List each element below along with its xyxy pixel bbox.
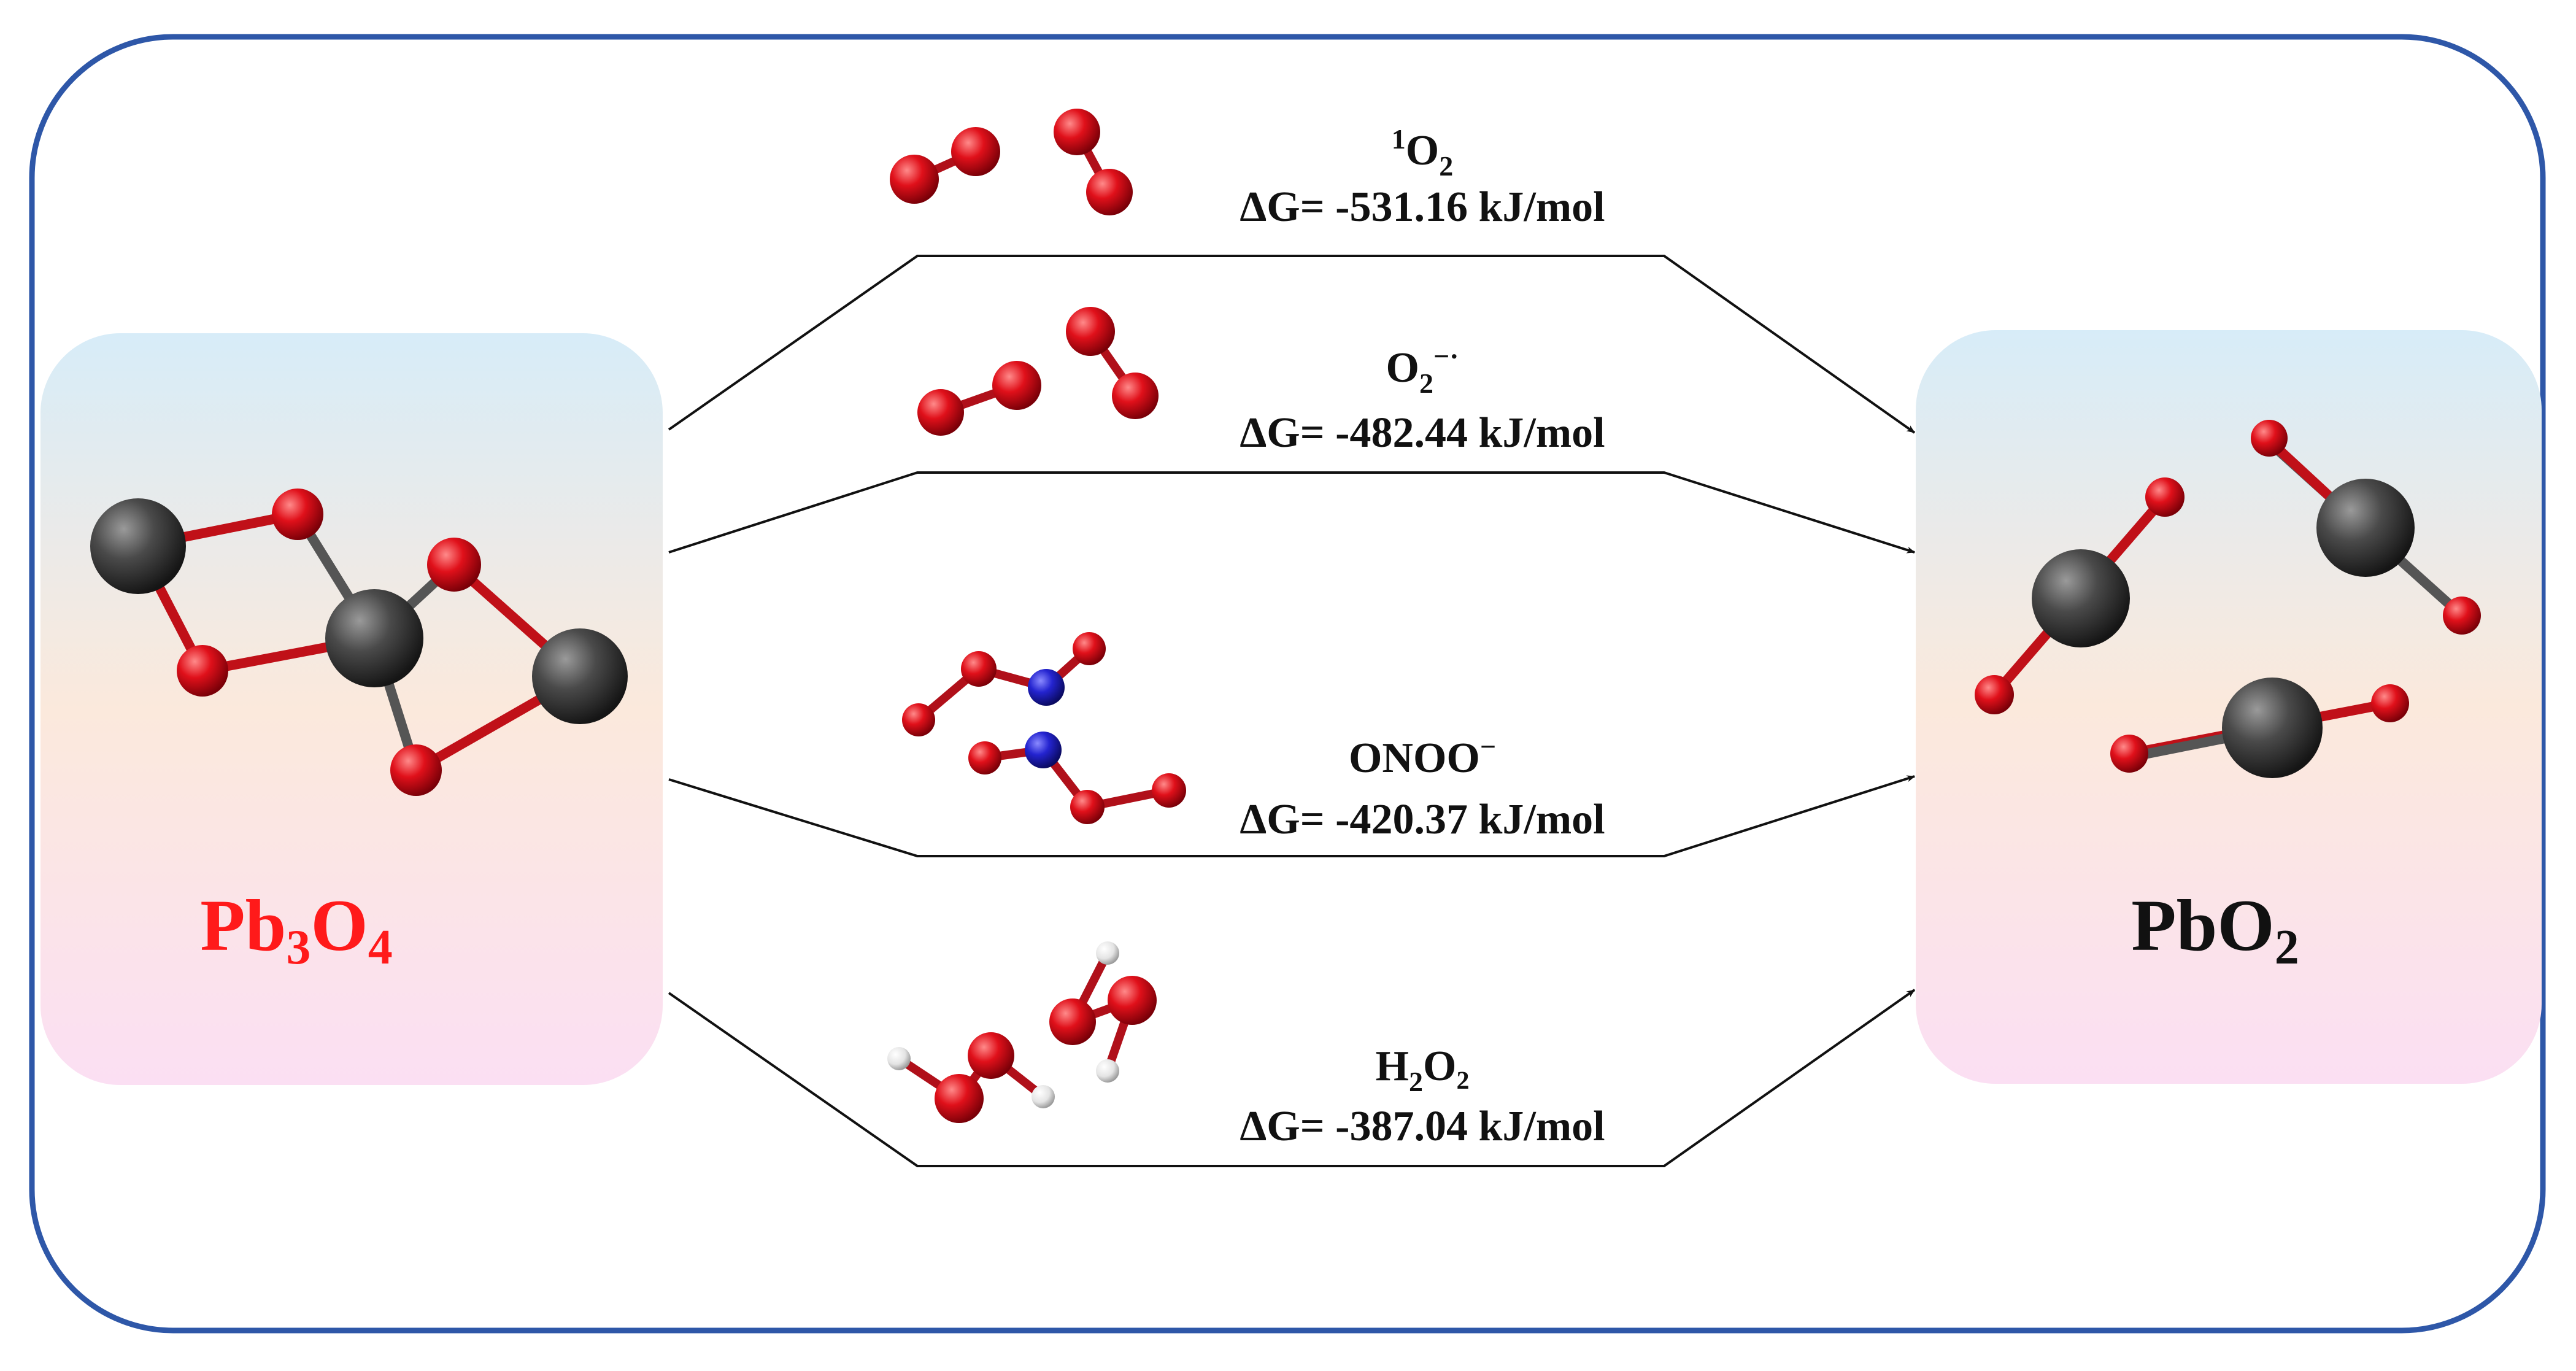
reactant-panel xyxy=(40,333,663,1085)
peroxynitrite-molecules-icon xyxy=(902,632,1186,824)
pathway-1-species: 1O2 xyxy=(1392,123,1453,182)
pathway-line-1 xyxy=(668,255,1916,434)
pathway-line-4 xyxy=(668,989,1916,1167)
hydrogen-peroxide-molecules-icon xyxy=(887,941,1157,1123)
pathway-3-species: ONOO− xyxy=(1349,731,1496,782)
pathway-4-dg: ΔG= -387.04 kJ/mol xyxy=(1240,1103,1605,1150)
pb3o4-molecule-icon xyxy=(90,489,628,796)
pathway-line-3 xyxy=(668,775,1916,857)
pathway-2-dg: ΔG= -482.44 kJ/mol xyxy=(1240,409,1605,457)
pathway-1-dg: ΔG= -531.16 kJ/mol xyxy=(1240,183,1605,231)
superoxide-molecules-icon xyxy=(917,307,1159,436)
pathway-line-2 xyxy=(668,471,1916,554)
pbo2-molecules-icon xyxy=(1975,420,2481,778)
product-label: PbO2 xyxy=(2131,884,2299,975)
pathway-4-species: H2O₂ xyxy=(1376,1043,1470,1097)
pathway-3-dg: ΔG= -420.37 kJ/mol xyxy=(1240,796,1605,843)
pathway-2-species: O2−· xyxy=(1386,341,1459,399)
pathway-lines xyxy=(668,255,1916,1167)
singlet-oxygen-molecules-icon xyxy=(890,109,1133,215)
reactant-label: Pb3O4 xyxy=(200,884,392,975)
